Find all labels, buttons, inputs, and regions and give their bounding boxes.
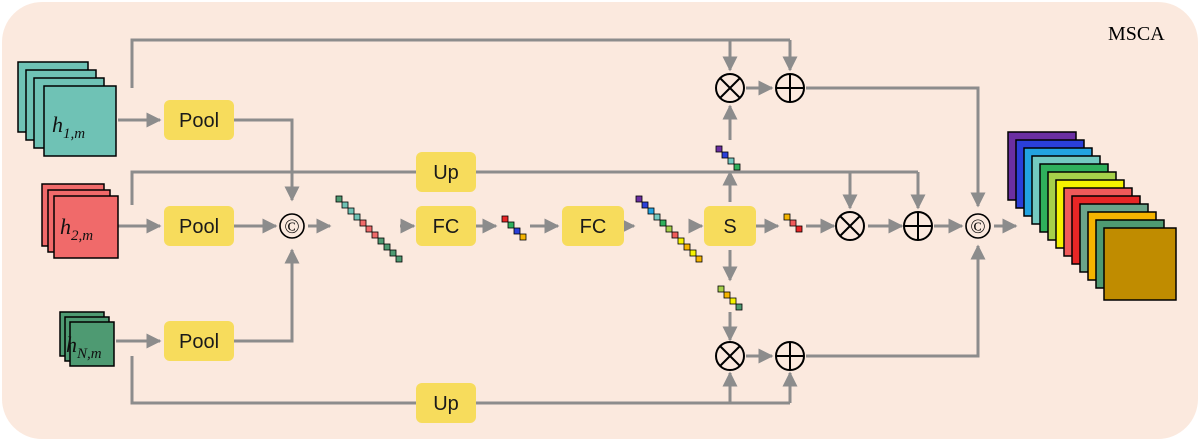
- label-hN: hN,m: [66, 332, 102, 362]
- vector-top-branch: [715, 145, 741, 171]
- input-h1: [17, 61, 117, 157]
- s-block: S: [704, 206, 756, 246]
- arrow-add-bot-concat: [806, 244, 986, 358]
- pool-block-1: Pool: [164, 100, 234, 140]
- multiply-op-mid: [835, 211, 865, 241]
- vector-bottom-branch: [717, 285, 743, 311]
- svg-text:Pool: Pool: [179, 110, 219, 132]
- input-hN: [59, 311, 115, 367]
- add-op-mid: [903, 211, 933, 241]
- label-h1: h1,m: [52, 112, 85, 142]
- up-line-hN: [130, 356, 416, 405]
- up-line-h2: [130, 170, 416, 205]
- arrow-add-top-concat: [806, 86, 986, 208]
- vector-after-fc2: [635, 195, 703, 263]
- vector-mid-branch: [783, 213, 803, 233]
- label-h2: h2,m: [60, 214, 93, 244]
- pool-block-2: Pool: [164, 206, 234, 246]
- diagram-title: MSCA: [1108, 23, 1165, 45]
- svg-text:S: S: [723, 216, 736, 238]
- multiply-op-bot: [715, 341, 745, 371]
- svg-text:©: ©: [284, 216, 299, 238]
- concat-op-out: ©: [965, 213, 991, 239]
- add-op-bot: [775, 341, 805, 371]
- multiply-op-top: [715, 73, 745, 103]
- fc-block-1: FC: [416, 206, 476, 246]
- vector-after-fc1: [501, 215, 527, 241]
- svg-text:Up: Up: [433, 393, 459, 415]
- up-block-2: Up: [416, 383, 476, 423]
- output-feature-stack: [1007, 131, 1177, 301]
- pool-block-3: Pool: [164, 321, 234, 361]
- connectors: [116, 38, 1018, 405]
- svg-text:Pool: Pool: [179, 331, 219, 353]
- add-op-top: [775, 73, 805, 103]
- skip-line-h1: [130, 38, 790, 88]
- output-channel-square: [1103, 227, 1177, 301]
- input-h2: [41, 183, 119, 259]
- svg-text:Up: Up: [433, 162, 459, 184]
- vector-after-concat: [335, 195, 403, 263]
- svg-text:FC: FC: [580, 216, 607, 238]
- concat-op-1: ©: [279, 213, 305, 239]
- up-block-1: Up: [416, 152, 476, 192]
- arrow-pool3-concat: [234, 248, 300, 343]
- svg-text:Pool: Pool: [179, 216, 219, 238]
- svg-text:FC: FC: [433, 216, 460, 238]
- svg-text:©: ©: [970, 216, 985, 238]
- fc-block-2: FC: [562, 206, 624, 246]
